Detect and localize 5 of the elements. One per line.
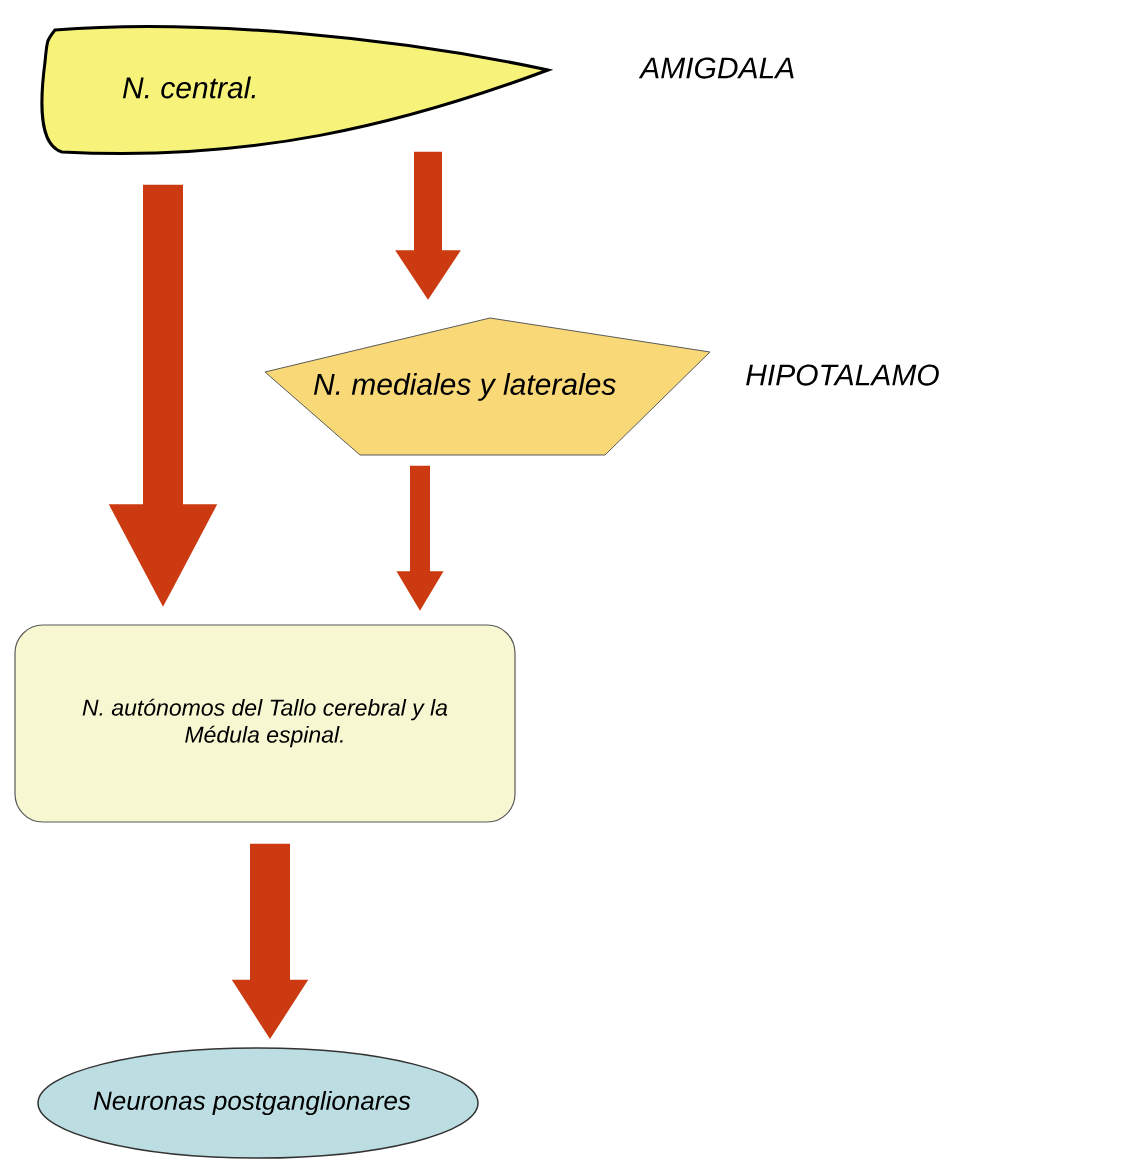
rounded-box: N. autónomos del Tallo cerebral y la Médula espinal. xyxy=(14,624,516,823)
ellipse-node: Neuronas postganglionares xyxy=(37,1047,479,1159)
pentagon-node: N. mediales y laterales xyxy=(264,317,711,456)
region-label: HIPOTALAMO xyxy=(746,364,939,386)
region-label: AMIGDALA xyxy=(638,57,794,79)
